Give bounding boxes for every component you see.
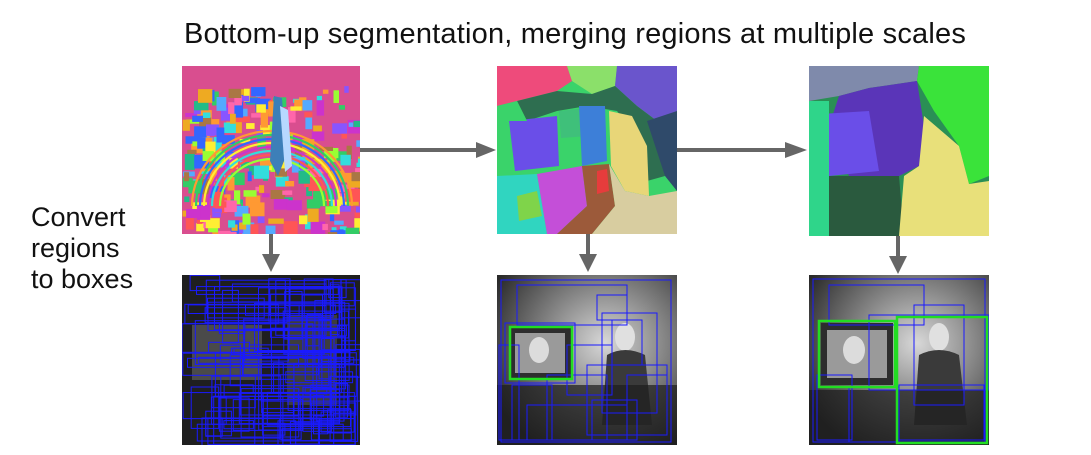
fine-boxes-image bbox=[182, 275, 360, 445]
side-label-line-1: Convert bbox=[31, 202, 126, 232]
coarse-boxes-image bbox=[809, 275, 989, 445]
medium-segmentation-image bbox=[497, 66, 677, 234]
medium-boxes-image bbox=[497, 275, 677, 445]
arrow-down-icon bbox=[579, 234, 597, 272]
arrow-right-icon bbox=[360, 142, 496, 158]
coarse-segmentation-image bbox=[809, 66, 989, 236]
arrow-right-icon bbox=[677, 142, 807, 158]
side-label: Convert regions to boxes bbox=[31, 202, 133, 295]
diagram-title: Bottom-up segmentation, merging regions … bbox=[183, 18, 967, 50]
arrow-down-icon bbox=[889, 236, 907, 274]
side-label-line-2: regions bbox=[31, 233, 120, 263]
side-label-line-3: to boxes bbox=[31, 264, 134, 294]
arrow-down-icon bbox=[262, 234, 280, 272]
fine-segmentation-image bbox=[182, 66, 360, 234]
